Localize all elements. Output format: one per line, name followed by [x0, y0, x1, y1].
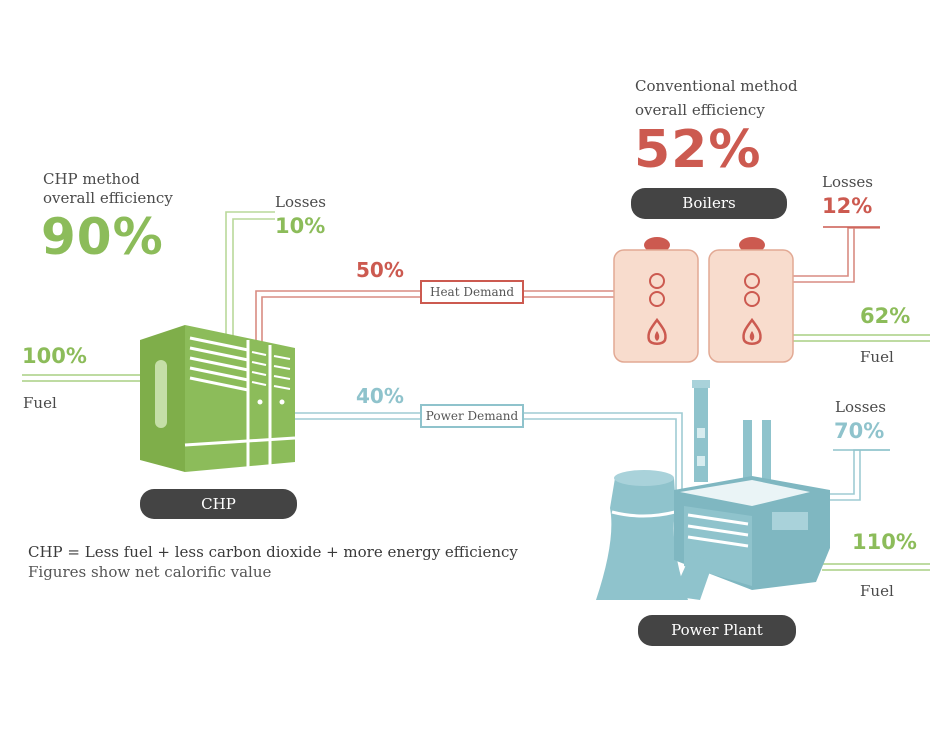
footnote-calorific: Figures show net calorific value	[28, 563, 272, 581]
chp-unit-label: CHP	[140, 489, 297, 519]
chp-losses-label: Losses	[275, 193, 326, 211]
boiler-losses-label: Losses	[822, 173, 873, 191]
boilers-label: Boilers	[631, 188, 787, 219]
chp-losses-line	[225, 211, 275, 340]
heat-demand-box: Heat Demand	[420, 280, 524, 304]
heat-demand-line	[255, 290, 615, 345]
chp-unit-icon	[140, 325, 296, 472]
footnote-equation: CHP = Less fuel + less carbon dioxide + …	[28, 543, 518, 561]
power-plant-label: Power Plant	[638, 615, 796, 646]
conventional-method-label: Conventional method	[635, 77, 798, 95]
chp-fuel-value: 100%	[22, 344, 87, 368]
boiler-losses-line	[790, 227, 880, 283]
plant-fuel-value: 110%	[852, 530, 917, 554]
boiler-right	[708, 237, 794, 363]
plant-losses-value: 70%	[834, 419, 885, 443]
power-demand-line	[292, 412, 683, 490]
boiler-fuel-line	[790, 334, 930, 342]
boiler-losses-value: 12%	[822, 194, 873, 218]
chp-fuel-label: Fuel	[23, 394, 57, 412]
heat-demand-value: 50%	[356, 258, 404, 282]
power-demand-value: 40%	[356, 384, 404, 408]
boiler-left	[613, 237, 699, 363]
boilers-icon	[613, 237, 794, 363]
chp-efficiency-label: overall efficiency	[43, 189, 173, 207]
chp-efficiency-value: 90%	[41, 208, 164, 266]
power-demand-box: Power Demand	[420, 404, 524, 428]
conventional-efficiency-label: overall efficiency	[635, 101, 765, 119]
plant-losses-label: Losses	[835, 398, 886, 416]
chp-losses-value: 10%	[275, 214, 326, 238]
plant-fuel-label: Fuel	[860, 582, 894, 600]
conventional-efficiency-value: 52%	[634, 120, 762, 180]
boiler-fuel-value: 62%	[860, 304, 911, 328]
boiler-fuel-label: Fuel	[860, 348, 894, 366]
power-plant-icon	[596, 380, 830, 600]
plant-fuel-line	[822, 563, 930, 571]
chp-fuel-line	[22, 374, 142, 382]
chp-method-label: CHP method	[43, 170, 140, 188]
